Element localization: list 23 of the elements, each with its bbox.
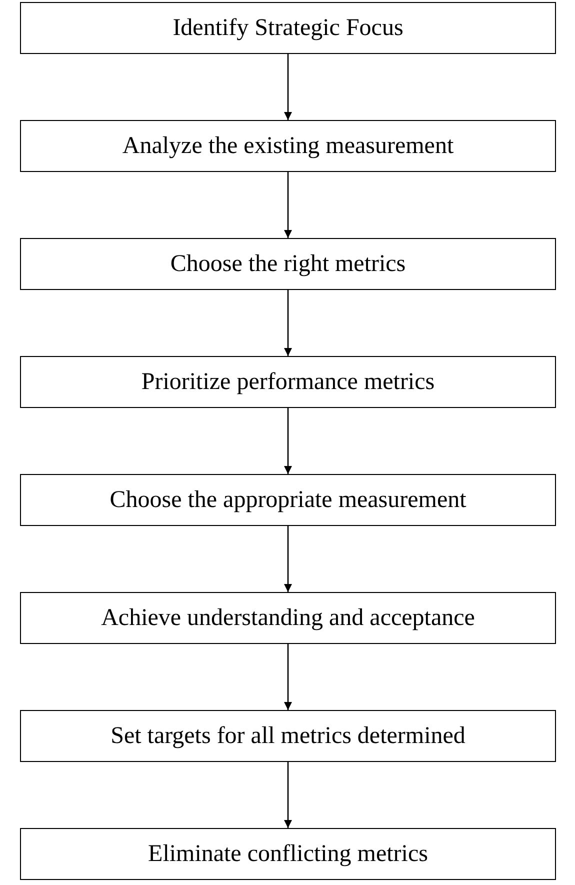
process-box bbox=[20, 238, 556, 290]
arrow bbox=[284, 526, 292, 592]
process-box bbox=[20, 592, 556, 644]
process-box bbox=[20, 474, 556, 526]
arrow bbox=[284, 172, 292, 238]
arrow bbox=[284, 762, 292, 828]
process-box bbox=[20, 828, 556, 880]
process-box bbox=[20, 2, 556, 54]
step-label: Achieve understanding and acceptance bbox=[101, 604, 475, 633]
process-box bbox=[20, 710, 556, 762]
process-box bbox=[20, 120, 556, 172]
step-label: Analyze the existing measurement bbox=[122, 132, 454, 161]
arrow bbox=[284, 644, 292, 710]
step-label: Set targets for all metrics determined bbox=[110, 722, 466, 751]
step-label: Identify Strategic Focus bbox=[172, 14, 404, 43]
step-label: Eliminate conflicting metrics bbox=[148, 840, 428, 869]
arrow bbox=[284, 54, 292, 120]
process-box bbox=[20, 356, 556, 408]
step-label: Prioritize performance metrics bbox=[141, 368, 435, 397]
step-label: Choose the appropriate measurement bbox=[110, 486, 466, 515]
arrow bbox=[284, 408, 292, 474]
arrow bbox=[284, 290, 292, 356]
step-label: Choose the right metrics bbox=[170, 250, 406, 279]
